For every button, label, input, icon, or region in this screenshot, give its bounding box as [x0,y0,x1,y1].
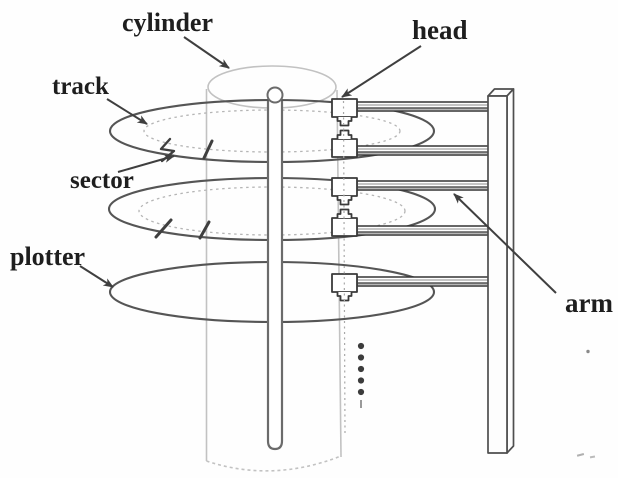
actuator-bar [487,88,515,454]
scan-specks [576,349,596,459]
annotation-arrows [79,36,557,294]
sector-mark-slash-2 [154,218,173,239]
sector-label: sector [70,167,134,194]
cylinder-arrow [183,36,230,69]
track-arrow [106,98,148,125]
arm-5 [356,276,490,287]
sector-mark-slash-1 [202,139,214,160]
heads [331,98,358,302]
head-1 [331,98,358,127]
head-arrow [341,45,422,98]
plotter-arrow [79,265,114,288]
sector-arrow [117,154,175,173]
head-axis-dashed-line [342,100,346,434]
spindle-top-circle [266,86,284,104]
sector-mark-slash-3 [198,220,211,240]
cylinder-label: cylinder [122,8,213,37]
head-2 [331,129,358,158]
actuator-bar-side-face [506,88,515,454]
track-label: track [52,73,109,100]
head-3 [331,177,358,206]
arm-label: arm [565,288,613,318]
head-label: head [412,15,468,45]
arms [356,101,490,287]
arm-4 [356,225,490,236]
actuator-bar-front-face [487,95,508,454]
cylinder-bottom-arc [206,455,342,472]
continuation-dots [357,342,365,396]
spindle-rod [266,101,284,451]
plotter-label: plotter [10,242,85,271]
arm-arrow [453,193,557,294]
arm-3 [356,180,490,191]
arm-1 [356,101,490,112]
arm-2 [356,145,490,156]
